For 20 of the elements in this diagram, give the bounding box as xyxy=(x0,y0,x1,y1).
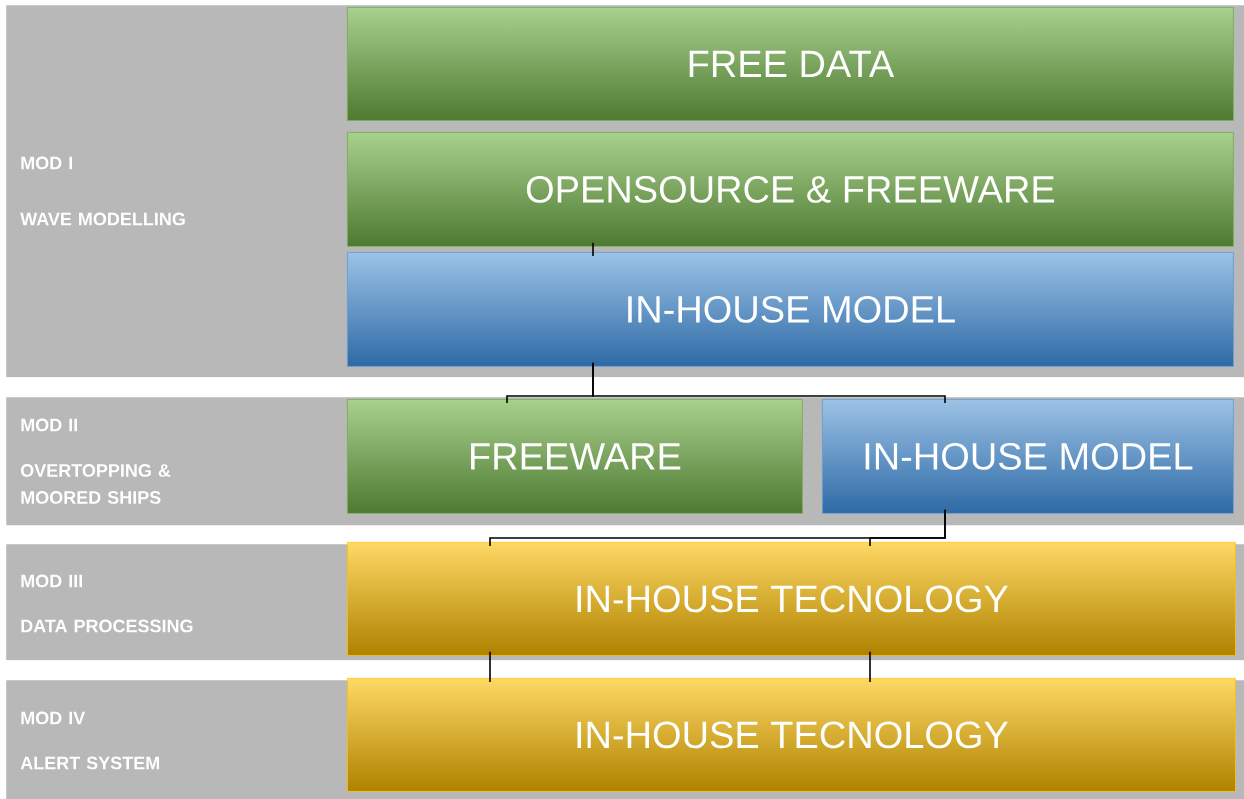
module-number: MOD IV xyxy=(21,711,86,725)
module-number: MOD II xyxy=(21,418,77,432)
module-number: MOD III xyxy=(21,574,82,588)
process-box: OPENSOURCE & FREEWARE xyxy=(347,132,1234,247)
connector-line xyxy=(489,651,491,683)
process-box: FREEWARE xyxy=(347,399,803,514)
connector-line xyxy=(869,509,946,547)
module-name: WAVE MODELLING xyxy=(20,212,185,226)
process-box: IN-HOUSE TECNOLOGY xyxy=(347,542,1236,656)
connector-line xyxy=(869,651,871,683)
module-name: DATA PROCESSING xyxy=(21,619,193,633)
connector-line xyxy=(592,242,594,257)
process-box: IN-HOUSE MODEL xyxy=(347,252,1234,367)
process-box: IN-HOUSE TECNOLOGY xyxy=(347,678,1236,792)
module-name: ALERT SYSTEM xyxy=(20,756,159,770)
process-box: FREE DATA xyxy=(347,7,1234,121)
module-number: MOD I xyxy=(21,156,72,170)
connector-line xyxy=(592,362,946,404)
module-name: OVERTOPPING & MOORED SHIPS xyxy=(20,464,171,504)
process-box: IN-HOUSE MODEL xyxy=(822,399,1234,514)
